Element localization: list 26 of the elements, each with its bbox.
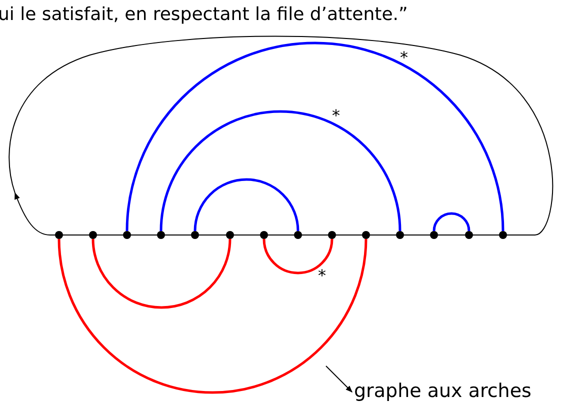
vertex-dot	[499, 231, 507, 239]
vertex-dot	[396, 231, 404, 239]
arch	[194, 178, 300, 232]
arch	[432, 212, 470, 232]
asterisk-mark: *	[318, 266, 326, 285]
asterisk-mark: *	[400, 48, 408, 67]
arch	[92, 238, 232, 309]
vertex-dot	[89, 231, 97, 239]
arch	[58, 238, 368, 394]
vertex-dot	[328, 231, 336, 239]
vertex-dot	[465, 231, 473, 239]
vertex-dot	[123, 231, 131, 239]
vertex-dot	[294, 231, 302, 239]
asterisk-mark: *	[332, 106, 340, 125]
vertex-dot	[430, 231, 438, 239]
vertex-dot	[362, 231, 370, 239]
arch	[262, 238, 334, 274]
vertex-dot	[260, 231, 268, 239]
vertex-dot	[157, 231, 165, 239]
leader-line	[326, 366, 352, 392]
arch	[160, 110, 402, 232]
vertex-dot	[226, 231, 234, 239]
arch	[126, 42, 504, 232]
caption-text: graphe aux arches	[354, 380, 532, 402]
vertex-dot	[55, 231, 63, 239]
vertex-dot	[191, 231, 199, 239]
